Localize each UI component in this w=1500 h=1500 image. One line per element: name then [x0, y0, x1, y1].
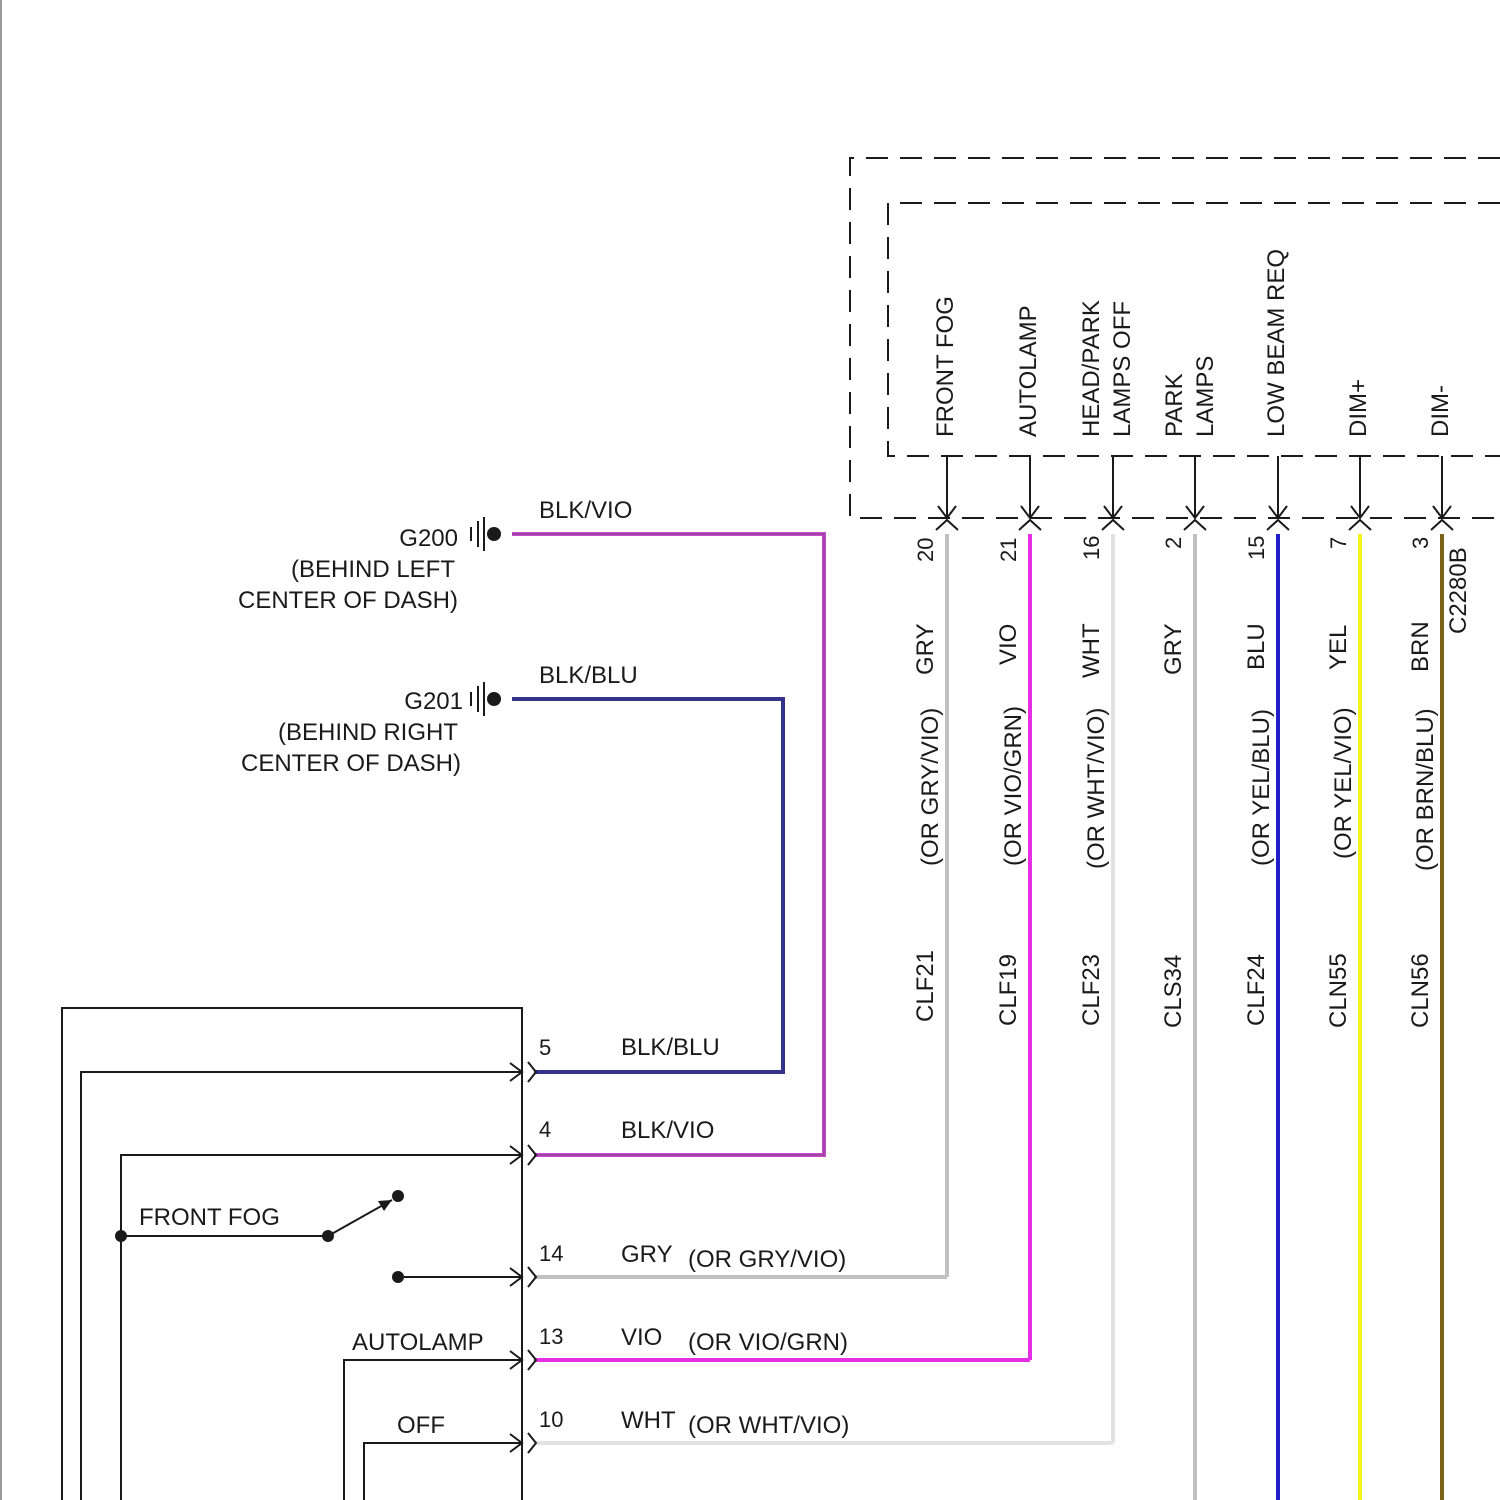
module-input-head-park-lamps-off: HEAD/PARK LAMPS OFF 16 WHT (OR WHT/VIO) …	[1078, 300, 1136, 1443]
input-label: PARK	[1161, 373, 1188, 437]
wire-color-label: VIO	[621, 1324, 662, 1351]
wire-alt-label: (OR GRY/VIO)	[917, 708, 944, 866]
switch-pin-13: 13 VIO (OR VIO/GRN)	[539, 1324, 848, 1356]
circuit-id: CLF23	[1078, 954, 1105, 1026]
switch-label-front-fog: FRONT FOG	[139, 1204, 280, 1231]
pin-number: 16	[1079, 536, 1104, 560]
pin-number: 10	[539, 1407, 563, 1432]
wire-blk-vio	[512, 534, 824, 1155]
pin-number: 20	[913, 538, 938, 562]
ground-location-line1: (BEHIND RIGHT	[278, 719, 458, 746]
connector-label: C2280B	[1445, 547, 1472, 634]
pin-number: 5	[539, 1035, 551, 1060]
wire-alt-label: (OR GRY/VIO)	[688, 1246, 846, 1273]
wire-color-label: GRY	[1160, 623, 1187, 675]
pin-number: 4	[539, 1117, 551, 1142]
wire-alt-label: (OR WHT/VIO)	[688, 1412, 849, 1439]
ground-g201: G201 (BEHIND RIGHT CENTER OF DASH) BLK/B…	[241, 662, 638, 777]
switch-label-off: OFF	[397, 1412, 445, 1439]
wire-color-label: WHT	[1078, 623, 1105, 678]
circuit-id: CLN55	[1325, 953, 1352, 1028]
circuit-id: CLN56	[1407, 953, 1434, 1028]
input-label: DIM+	[1345, 379, 1372, 437]
ground-id: G201	[404, 688, 463, 715]
module-input-park-lamps: PARK LAMPS 2 GRY CLS34	[1160, 356, 1219, 1500]
ground-location-line2: CENTER OF DASH)	[241, 750, 461, 777]
switch-pin-4: 4 BLK/VIO	[539, 1117, 714, 1144]
wire-color-label: BLK/BLU	[539, 662, 638, 689]
switch-pin-14: 14 GRY (OR GRY/VIO)	[539, 1241, 846, 1273]
module-input-low-beam-req: LOW BEAM REQ 15 BLU (OR YEL/BLU) CLF24	[1243, 249, 1290, 1500]
input-label: LOW BEAM REQ	[1263, 249, 1290, 437]
switch-pin-5: 5 BLK/BLU	[539, 1034, 720, 1061]
wire-alt-label: (OR VIO/GRN)	[688, 1329, 848, 1356]
wire-color-label: BLK/BLU	[621, 1034, 720, 1061]
pin-number: 13	[539, 1324, 563, 1349]
switch-pin-10: 10 WHT (OR WHT/VIO)	[539, 1407, 849, 1439]
input-label-line2: LAMPS OFF	[1109, 301, 1136, 437]
pin-number: 15	[1244, 536, 1269, 560]
wire-alt-label: (OR BRN/BLU)	[1412, 708, 1439, 871]
circuit-id: CLF21	[912, 950, 939, 1022]
pin-number: 2	[1161, 537, 1186, 549]
wire-color-label: BLK/VIO	[621, 1117, 714, 1144]
input-label: AUTOLAMP	[1015, 305, 1042, 437]
wire-color-label: BRN	[1407, 621, 1434, 672]
ground-icon	[471, 517, 501, 551]
circuit-id: CLF19	[995, 954, 1022, 1026]
wire-alt-label: (OR YEL/BLU)	[1248, 709, 1275, 866]
wire-alt-label: (OR WHT/VIO)	[1083, 708, 1110, 869]
pin-number: 14	[539, 1241, 563, 1266]
wire-color-label: WHT	[621, 1407, 676, 1434]
switch-label-autolamp: AUTOLAMP	[352, 1329, 484, 1356]
ground-g200: G200 (BEHIND LEFT CENTER OF DASH) BLK/VI…	[238, 497, 632, 614]
wire-blk-blu	[512, 699, 783, 1072]
circuit-id: CLF24	[1243, 954, 1270, 1026]
wire-color-label: YEL	[1325, 625, 1352, 670]
ground-id: G200	[399, 525, 458, 552]
input-label: DIM-	[1427, 385, 1454, 437]
headlamp-switch: FRONT FOG AUTOLAMP OFF	[62, 1008, 536, 1500]
module-input-front-fog: FRONT FOG 20 GRY (OR GRY/VIO) CLF21	[912, 296, 959, 1277]
input-label: HEAD/PARK	[1078, 300, 1105, 437]
wire-alt-label: (OR VIO/GRN)	[1000, 706, 1027, 866]
module-input-dim-plus: DIM+ 7 YEL (OR YEL/VIO) CLN55	[1325, 379, 1372, 1500]
wire-color-label: BLU	[1243, 623, 1270, 670]
wire-color-label: BLK/VIO	[539, 497, 632, 524]
wire-alt-label: (OR YEL/VIO)	[1330, 707, 1357, 859]
circuit-id: CLS34	[1160, 955, 1187, 1028]
pin-number: 3	[1408, 537, 1433, 549]
module-input-autolamp: AUTOLAMP 21 VIO (OR VIO/GRN) CLF19	[995, 305, 1042, 1360]
ground-location-line1: (BEHIND LEFT	[291, 556, 455, 583]
ground-location-line2: CENTER OF DASH)	[238, 587, 458, 614]
wire-color-label: GRY	[912, 623, 939, 675]
wire-color-label: VIO	[995, 624, 1022, 665]
input-label: FRONT FOG	[932, 296, 959, 437]
ground-icon	[471, 682, 501, 716]
pin-number: 7	[1326, 537, 1351, 549]
input-label-line2: LAMPS	[1192, 356, 1219, 437]
wire-color-label: GRY	[621, 1241, 673, 1268]
pin-number: 21	[996, 538, 1021, 562]
